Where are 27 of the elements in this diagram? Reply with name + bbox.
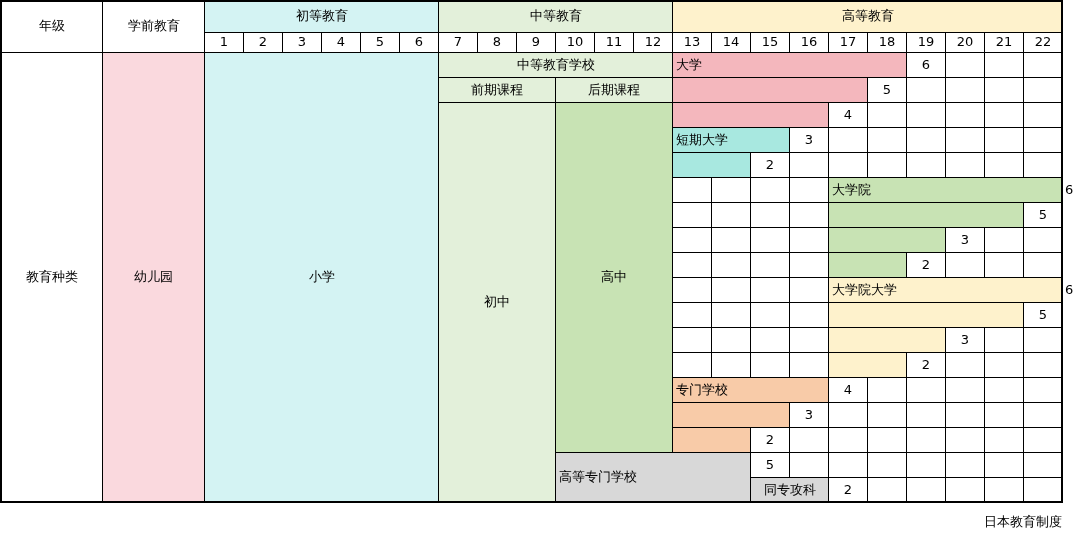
school-block: 大学院 xyxy=(828,177,1063,203)
duration-bar xyxy=(828,352,907,378)
school-block: 幼儿园 xyxy=(102,52,205,503)
school-block: 短期大学 xyxy=(672,127,790,153)
school-block: 前期课程 xyxy=(438,77,556,103)
school-block: 中等教育学校 xyxy=(438,52,673,78)
school-block: 高中 xyxy=(555,102,673,453)
duration-bar xyxy=(828,252,907,278)
school-block: 高等专门学校 xyxy=(555,452,751,503)
duration-number: 6 xyxy=(1064,280,1075,299)
duration-bar xyxy=(672,102,829,128)
caption: 日本教育制度 xyxy=(984,513,1062,531)
duration-bar xyxy=(672,427,751,453)
duration-bar xyxy=(828,327,946,353)
duration-bar xyxy=(828,227,946,253)
school-block: 小学 xyxy=(204,52,439,503)
school-block: 专门学校 xyxy=(672,377,829,403)
school-block: 初中 xyxy=(438,102,556,503)
school-block: 大学院大学 xyxy=(828,277,1063,303)
school-block: 后期课程 xyxy=(555,77,673,103)
duration-number: 6 xyxy=(1064,180,1075,199)
duration-bar xyxy=(828,302,1024,328)
duration-bar xyxy=(672,152,751,178)
school-block: 大学 xyxy=(672,52,907,78)
duration-bar xyxy=(672,402,790,428)
duration-bar xyxy=(828,202,1024,228)
duration-bar xyxy=(672,77,868,103)
